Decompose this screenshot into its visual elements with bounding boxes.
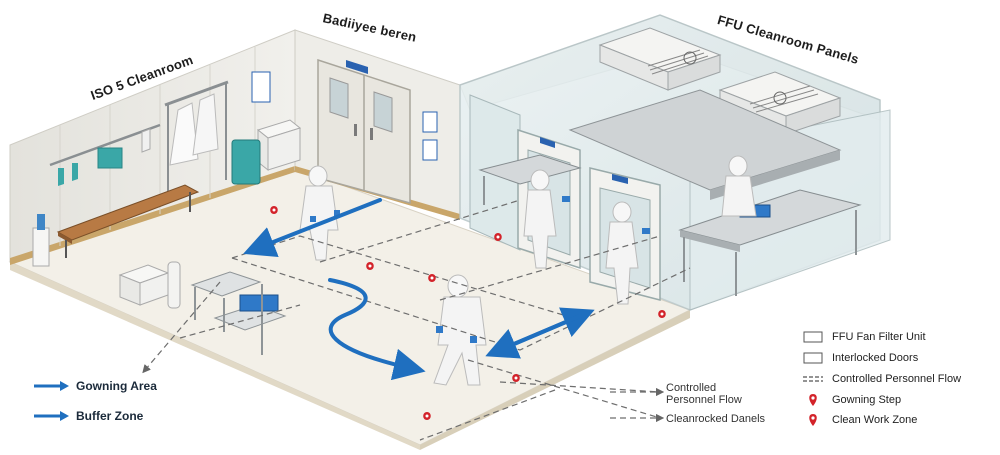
pin [428, 274, 436, 287]
controlled-flow-note: Controlled Personnel Flow [666, 382, 742, 406]
legend-controlled-flow: Controlled Personnel Flow [800, 373, 961, 385]
pin [270, 206, 278, 219]
gowned-person-3 [605, 201, 650, 305]
gowning-step-pins [270, 206, 666, 425]
hook-rail [49, 123, 161, 186]
legend-interlocked-doors: Interlocked Doors [800, 352, 918, 364]
gown-rack [164, 80, 229, 195]
pin [423, 412, 431, 425]
legend-label: FFU Fan Filter Unit [832, 331, 926, 343]
storage-box [118, 261, 181, 309]
gowned-person-2 [523, 169, 570, 269]
pin [366, 262, 374, 275]
rectangle-icon [803, 352, 823, 364]
rectangle-icon [803, 331, 823, 343]
waste-bin [231, 139, 261, 185]
pin [658, 310, 666, 323]
legend-label: Interlocked Doors [832, 352, 919, 364]
entry-double-door[interactable] [317, 58, 411, 204]
sanitizer-stand [32, 214, 50, 267]
gowned-person-4 [433, 274, 487, 386]
legend-buffer-zone: Buffer Zone [32, 409, 143, 423]
pin [512, 374, 520, 387]
blue-arrow-icon [34, 411, 69, 421]
legend-label: Clean Work Zone [832, 414, 918, 426]
blue-arrow-icon [34, 381, 69, 391]
gowned-person-5 [721, 155, 757, 217]
cleanroom-panels-note: Cleanrocked Danels [666, 413, 766, 425]
legend-label: Controlled Personnel Flow [832, 373, 962, 385]
steel-back-table [478, 154, 582, 205]
personnel-flow-arrows [243, 198, 595, 381]
controlled-flow-paths [142, 199, 691, 441]
legend-gowning-step: Gowning Step [800, 393, 901, 407]
legend-gowning-area: Gowning Area [32, 379, 157, 393]
legend-label: Buffer Zone [76, 409, 144, 423]
legend-label: Gowning Step [832, 394, 902, 406]
legend-clean-work-zone: Clean Work Zone [800, 413, 917, 427]
red-pin-icon [809, 394, 817, 406]
dashed-line-icon [803, 376, 823, 382]
legend-label: Gowning Area [76, 379, 157, 393]
pin [494, 233, 502, 246]
legend-ffu: FFU Fan Filter Unit [800, 331, 926, 343]
bench [56, 184, 200, 258]
red-pin-icon [809, 414, 817, 426]
